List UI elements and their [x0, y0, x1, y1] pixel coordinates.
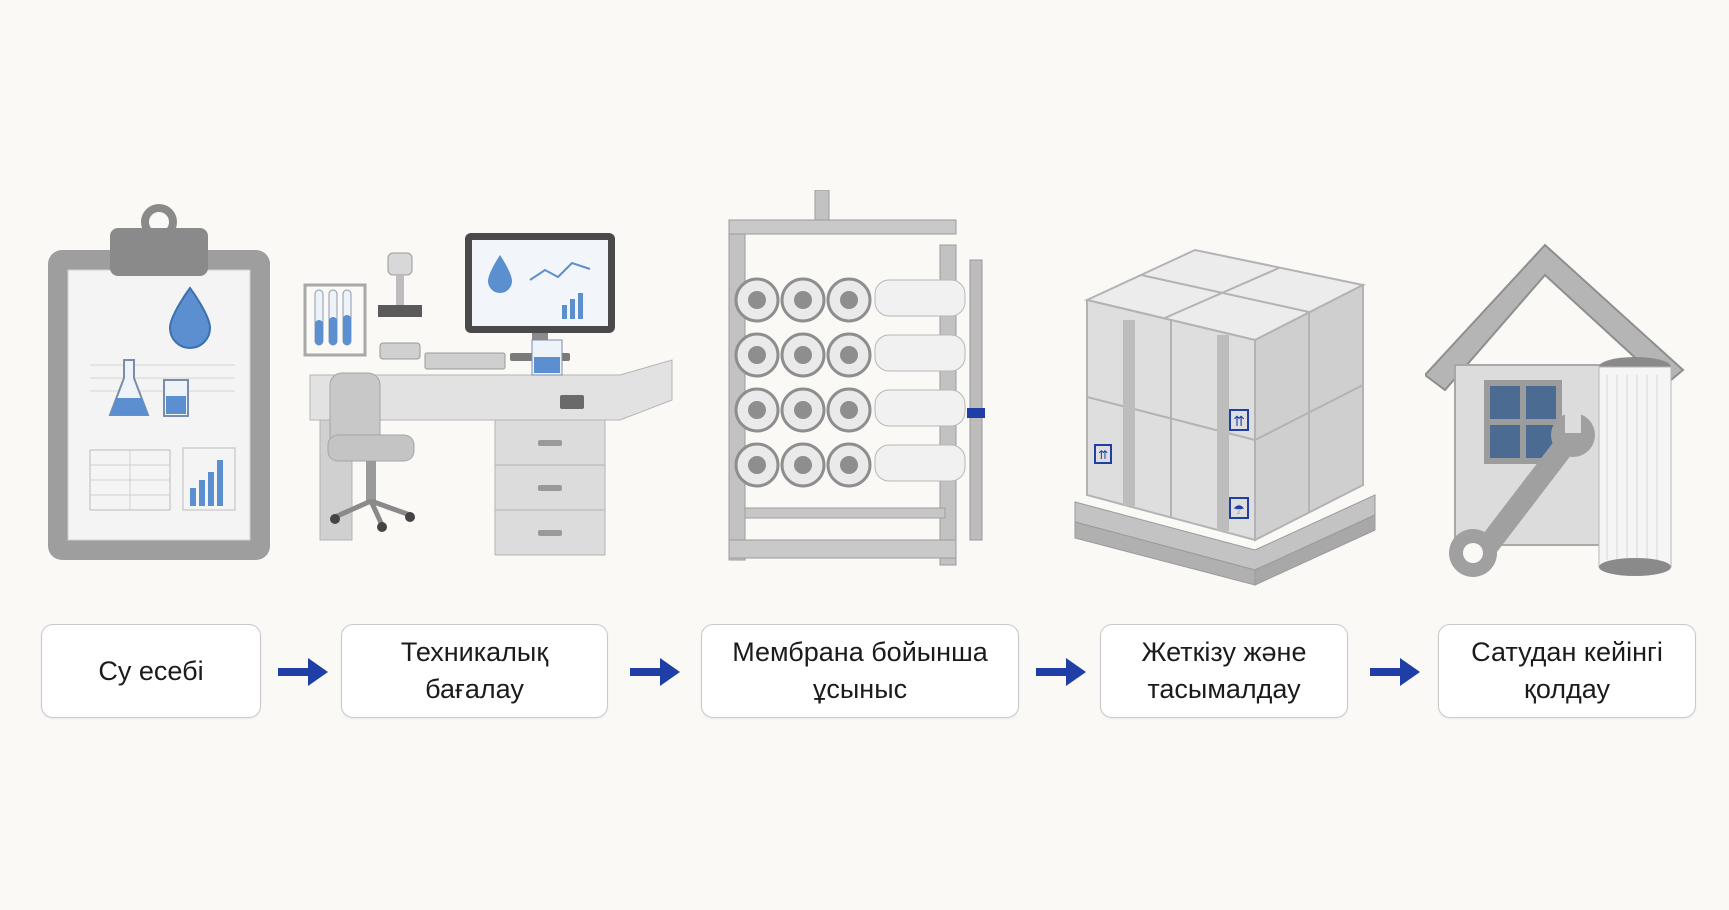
step-label: Су есебі	[98, 655, 204, 686]
clipboard-icon	[48, 204, 270, 560]
svg-text:⇈: ⇈	[1098, 448, 1108, 462]
arrow-right-icon	[1036, 658, 1086, 686]
lab-desk-icon	[303, 233, 673, 556]
svg-text:⇈: ⇈	[1233, 414, 1245, 430]
arrow-right-icon	[278, 658, 328, 686]
step-label: Сатудан кейінгі қолдау	[1471, 637, 1663, 704]
pallet-boxes-icon: ⇈ ☂ ⇈	[1074, 248, 1376, 586]
arrow-right-icon	[1370, 658, 1420, 686]
step-technical-assessment: Техникалық бағалау	[341, 624, 608, 718]
step-delivery-transport: Жеткізу және тасымалдау	[1100, 624, 1348, 718]
house-service-icon	[1425, 243, 1685, 577]
step-water-analysis: Су есебі	[41, 624, 261, 718]
step-label: Мембрана бойынша ұсыныс	[732, 637, 988, 704]
step-label: Техникалық бағалау	[400, 637, 549, 704]
membrane-rack-icon	[728, 190, 985, 566]
membrane-rack-illustration	[715, 190, 1015, 590]
svg-text:☂: ☂	[1233, 503, 1245, 518]
step-after-sales-support: Сатудан кейінгі қолдау	[1438, 624, 1696, 718]
pallet-boxes-illustration: ⇈ ☂ ⇈	[1065, 240, 1385, 600]
step-membrane-recommendation: Мембрана бойынша ұсыныс	[701, 624, 1019, 718]
step-label: Жеткізу және тасымалдау	[1141, 637, 1307, 704]
clipboard-illustration	[40, 200, 280, 570]
lab-desk-illustration	[300, 225, 680, 585]
arrow-right-icon	[630, 658, 680, 686]
house-service-illustration	[1425, 235, 1695, 580]
